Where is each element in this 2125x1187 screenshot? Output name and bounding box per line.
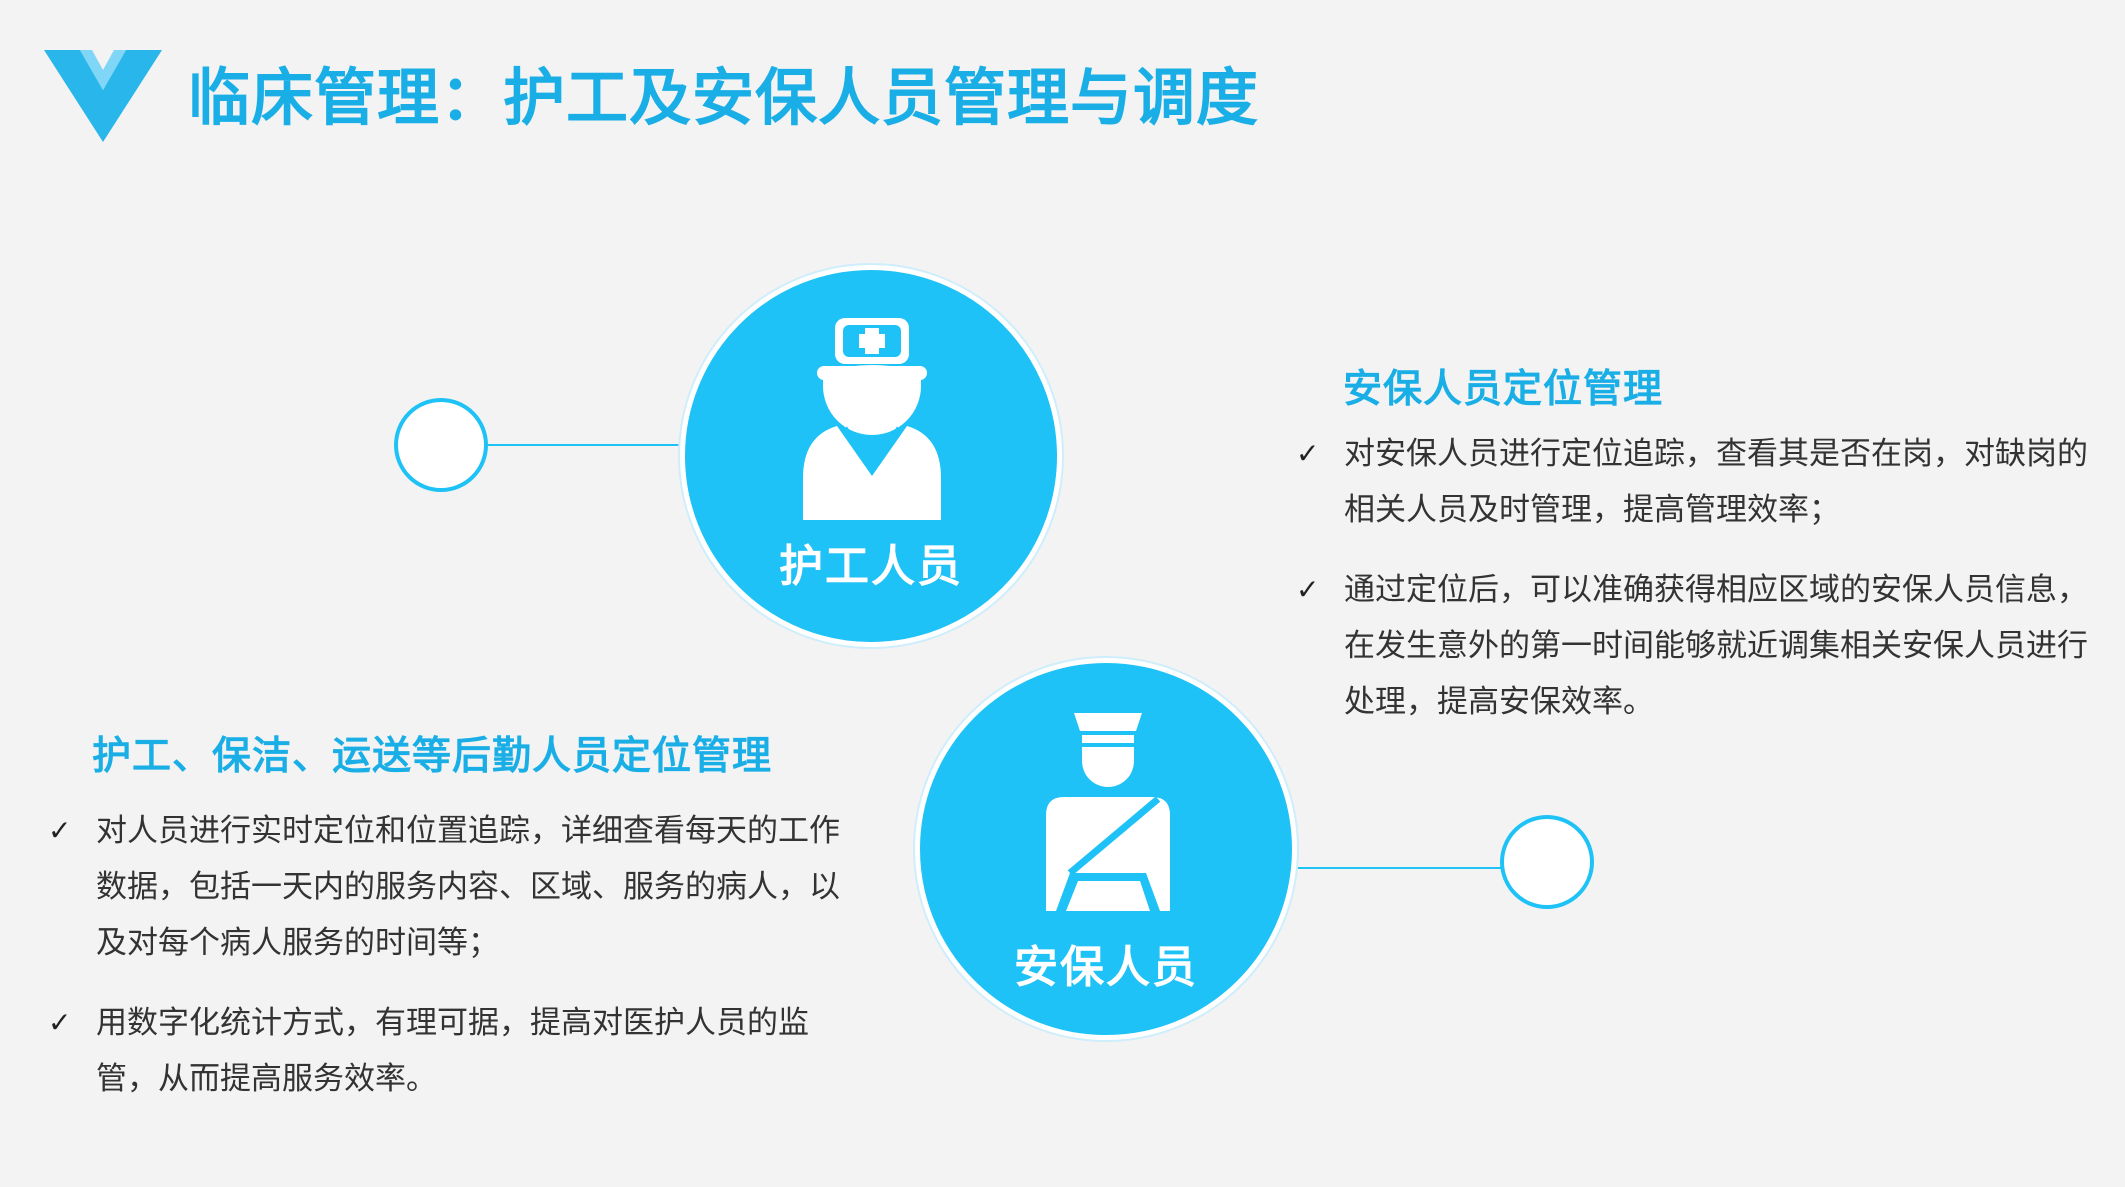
security-guard-icon (1046, 713, 1170, 911)
ring-node-left (394, 398, 488, 492)
security-bullet-list: ✓ 对安保人员进行定位追踪，查看其是否在岗，对缺岗的相关人员及时管理，提高管理效… (1296, 426, 2096, 754)
staff-bullet-list: ✓ 对人员进行实时定位和位置追踪，详细查看每天的工作数据，包括一天内的服务内容、… (48, 803, 868, 1131)
bullet-text: 通过定位后，可以准确获得相应区域的安保人员信息，在发生意外的第一时间能够就近调集… (1344, 572, 2088, 720)
nurse-label: 护工人员 (779, 541, 963, 592)
security-section-title: 安保人员定位管理 (1343, 367, 1664, 412)
nurse-node: 护工人员 (680, 265, 1062, 647)
v-chevron-logo-icon (44, 50, 162, 142)
page-title: 临床管理：护工及安保人员管理与调度 (188, 61, 1260, 134)
check-icon: ✓ (1296, 573, 1320, 606)
connector-line-right (1292, 867, 1502, 869)
nurse-icon (803, 318, 941, 520)
staff-section-title: 护工、保洁、运送等后勤人员定位管理 (92, 734, 773, 779)
ring-node-right (1500, 815, 1594, 909)
list-item: ✓ 对安保人员进行定位追踪，查看其是否在岗，对缺岗的相关人员及时管理，提高管理效… (1296, 426, 2096, 538)
bullet-text: 对人员进行实时定位和位置追踪，详细查看每天的工作数据，包括一天内的服务内容、区域… (96, 813, 840, 961)
check-icon: ✓ (1296, 437, 1320, 470)
connector-line-left (486, 444, 682, 446)
bullet-text: 用数字化统计方式，有理可据，提高对医护人员的监管，从而提高服务效率。 (96, 1005, 809, 1097)
list-item: ✓ 用数字化统计方式，有理可据，提高对医护人员的监管，从而提高服务效率。 (48, 995, 868, 1107)
list-item: ✓ 通过定位后，可以准确获得相应区域的安保人员信息，在发生意外的第一时间能够就近… (1296, 562, 2096, 730)
list-item: ✓ 对人员进行实时定位和位置追踪，详细查看每天的工作数据，包括一天内的服务内容、… (48, 803, 868, 971)
security-node: 安保人员 (915, 658, 1297, 1040)
bullet-text: 对安保人员进行定位追踪，查看其是否在岗，对缺岗的相关人员及时管理，提高管理效率； (1344, 436, 2088, 528)
security-label: 安保人员 (1014, 942, 1198, 993)
check-icon: ✓ (48, 1006, 72, 1039)
check-icon: ✓ (48, 814, 72, 847)
